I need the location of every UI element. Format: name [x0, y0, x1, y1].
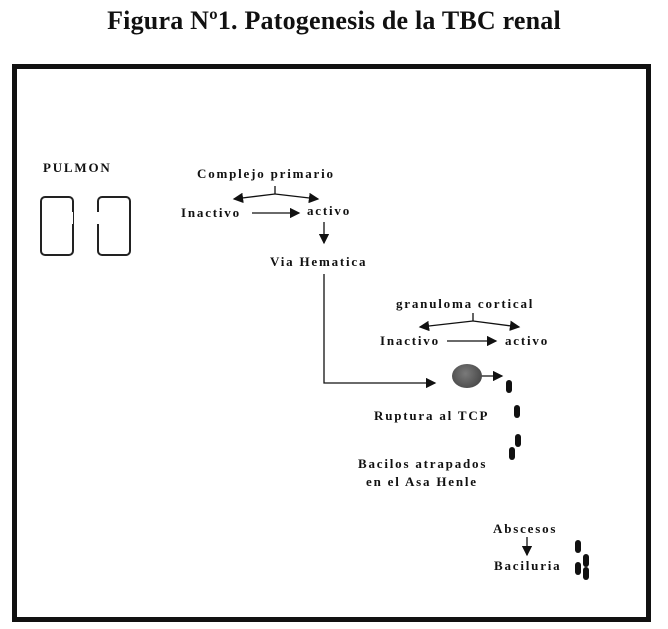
arrow-to-inactivo-2	[418, 320, 474, 332]
baciluria-label: Baciluria	[494, 558, 562, 573]
bacillus-icon	[515, 434, 521, 447]
activo-2-label: activo	[505, 333, 550, 348]
bacilos-label-line1: Bacilos atrapados	[358, 456, 488, 471]
complejo-primario-label: Complejo primario	[197, 166, 335, 181]
bacillus-icon	[506, 380, 512, 393]
arrow-to-activo-2	[472, 320, 521, 331]
ruptura-label: Ruptura al TCP	[374, 408, 490, 423]
activo-1-label: activo	[307, 203, 352, 218]
lung-right-notch	[96, 212, 102, 224]
bacillus-icon	[514, 405, 520, 418]
pulmon-label: PULMON	[43, 160, 112, 175]
bacillus-icon	[575, 540, 581, 553]
arrow-to-activo-1	[274, 192, 320, 204]
abscesos-label: Abscesos	[493, 521, 558, 536]
inactivo-2-label: Inactivo	[380, 333, 440, 348]
arrow-via-to-granuloma	[323, 274, 437, 389]
lung-left-icon	[40, 196, 74, 256]
inactivo-1-label: Inactivo	[181, 205, 241, 220]
figure-title: Figura Nº1. Patogenesis de la TBC renal	[107, 6, 561, 35]
granuloma-cortical-label: granuloma cortical	[396, 296, 535, 311]
bacillus-icon	[575, 562, 581, 575]
lung-left-notch	[67, 212, 73, 224]
bacillus-icon	[509, 447, 515, 460]
bacillus-icon	[583, 554, 589, 567]
bacilos-label-line2: en el Asa Henle	[366, 474, 478, 489]
via-hematica-label: Via Hematica	[270, 254, 368, 269]
bacillus-icon	[583, 567, 589, 580]
granuloma-icon	[452, 364, 482, 388]
diagram-frame	[12, 64, 651, 622]
lung-right-icon	[97, 196, 131, 256]
arrow-to-inactivo-1	[232, 192, 276, 204]
